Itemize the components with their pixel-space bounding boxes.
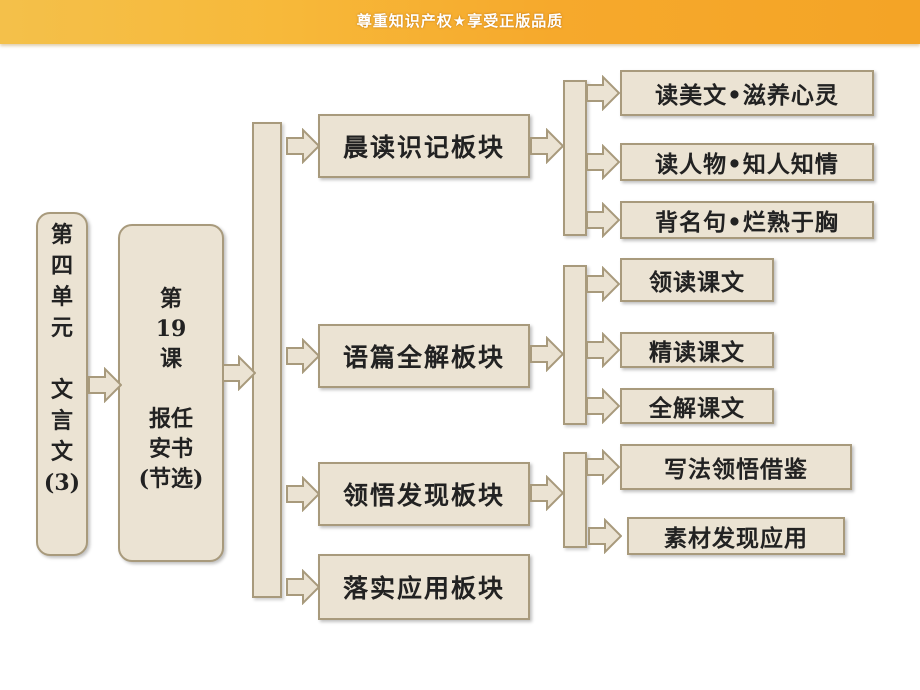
leaf-label: 全解课文 xyxy=(649,395,745,422)
banner-text: 尊重知识产权★享受正版品质 xyxy=(356,12,564,30)
arrow-right-icon xyxy=(286,476,320,512)
arrow-right-icon xyxy=(286,338,320,374)
section-label: 语篇全解板块 xyxy=(342,343,505,372)
unit-line: 第 xyxy=(50,222,73,248)
arrow-right-icon xyxy=(586,332,620,368)
arrow-right-icon xyxy=(586,388,620,424)
arrow-right-icon xyxy=(88,367,122,403)
section-box-3: 领悟发现板块 xyxy=(318,462,530,526)
arrow-right-icon xyxy=(586,449,620,485)
unit-box: 第 四 单 元 文 言 文 (3) xyxy=(36,212,88,556)
section-3-connector-bar xyxy=(563,452,587,548)
lesson-line: 安书 xyxy=(148,436,193,462)
arrow-right-icon xyxy=(286,569,320,605)
unit-line: 四 xyxy=(50,253,73,279)
lesson-line: 报任 xyxy=(148,406,193,432)
leaf-box: 全解课文 xyxy=(620,388,774,424)
section-box-2: 语篇全解板块 xyxy=(318,324,530,388)
unit-line: 元 xyxy=(50,315,73,341)
lesson-line: 课 xyxy=(159,346,182,372)
leaf-box: 领读课文 xyxy=(620,258,774,302)
lesson-line: 第 xyxy=(159,286,182,312)
leaf-box: 精读课文 xyxy=(620,332,774,368)
arrow-right-icon xyxy=(222,355,256,391)
lesson-line: (节选) xyxy=(138,466,204,492)
section-box-1: 晨读识记板块 xyxy=(318,114,530,178)
lesson-box: 第 19 课 报任 安书 (节选) xyxy=(118,224,224,562)
leaf-box: 素材发现应用 xyxy=(627,517,845,555)
arrow-right-icon xyxy=(586,266,620,302)
section-label: 晨读识记板块 xyxy=(342,133,505,162)
leaf-label: 素材发现应用 xyxy=(664,525,808,552)
section-label: 领悟发现板块 xyxy=(342,481,505,510)
leaf-label: 写法领悟借鉴 xyxy=(664,456,808,483)
arrow-right-icon xyxy=(586,144,620,180)
arrow-right-icon xyxy=(286,128,320,164)
top-banner: 尊重知识产权★享受正版品质 xyxy=(0,0,920,44)
leaf-label: 精读课文 xyxy=(649,339,745,366)
arrow-right-icon xyxy=(530,336,564,372)
main-connector-bar xyxy=(252,122,282,598)
section-box-4: 落实应用板块 xyxy=(318,554,530,620)
unit-line: 言 xyxy=(50,408,73,434)
unit-line: 单 xyxy=(50,284,73,310)
leaf-box: 背名句•烂熟于胸 xyxy=(620,201,874,239)
leaf-label: 读美文•滋养心灵 xyxy=(655,82,839,109)
arrow-right-icon xyxy=(586,75,620,111)
lesson-line: 19 xyxy=(155,316,187,342)
leaf-box: 写法领悟借鉴 xyxy=(620,444,852,490)
section-label: 落实应用板块 xyxy=(342,574,505,603)
leaf-box: 读美文•滋养心灵 xyxy=(620,70,874,116)
arrow-right-icon xyxy=(530,128,564,164)
leaf-label: 背名句•烂熟于胸 xyxy=(655,209,839,236)
unit-line: 文 xyxy=(50,439,73,465)
unit-line: 文 xyxy=(50,377,73,403)
arrow-right-icon xyxy=(530,475,564,511)
leaf-box: 读人物•知人知情 xyxy=(620,143,874,181)
leaf-label: 读人物•知人知情 xyxy=(655,151,839,178)
leaf-label: 领读课文 xyxy=(649,269,745,296)
unit-line: (3) xyxy=(43,470,81,496)
arrow-right-icon xyxy=(586,202,620,238)
section-1-connector-bar xyxy=(563,80,587,236)
arrow-right-icon xyxy=(588,518,622,554)
section-2-connector-bar xyxy=(563,265,587,425)
